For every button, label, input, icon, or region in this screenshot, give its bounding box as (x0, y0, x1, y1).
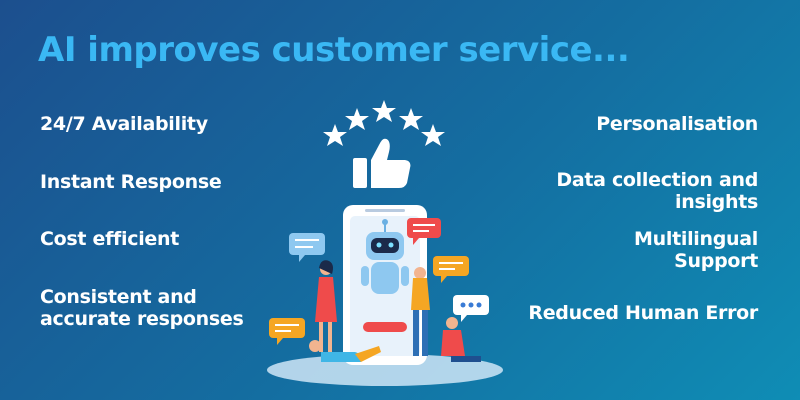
benefit-instant-response: Instant Response (40, 171, 222, 193)
person-standing-icon (315, 260, 337, 352)
chat-bubble-icon (453, 295, 489, 322)
benefit-personalisation: Personalisation (596, 113, 758, 135)
person-sitting-icon (441, 317, 481, 362)
thumbs-up-icon (353, 138, 411, 188)
five-stars-icon (323, 100, 445, 146)
chat-bubble-icon (407, 218, 441, 245)
benefit-data-collection: Data collection and insights (556, 169, 758, 213)
benefit-availability: 24/7 Availability (40, 113, 208, 135)
chat-bubble-icon (433, 256, 469, 283)
page-title: AI improves customer service... (38, 30, 630, 70)
benefit-cost-efficient: Cost efficient (40, 228, 180, 250)
person-lying-icon (309, 340, 381, 362)
chat-bubble-icon (269, 318, 305, 345)
benefit-reduced-error: Reduced Human Error (528, 302, 758, 324)
person-standing-icon (411, 267, 430, 356)
customer-service-illustration (267, 100, 503, 386)
robot-icon (361, 219, 409, 294)
benefit-consistent-responses: Consistent and accurate responses (40, 286, 244, 330)
benefit-multilingual: Multilingual Support (634, 228, 758, 272)
phone-action-bar (363, 322, 407, 332)
chat-bubble-icon (289, 233, 325, 262)
